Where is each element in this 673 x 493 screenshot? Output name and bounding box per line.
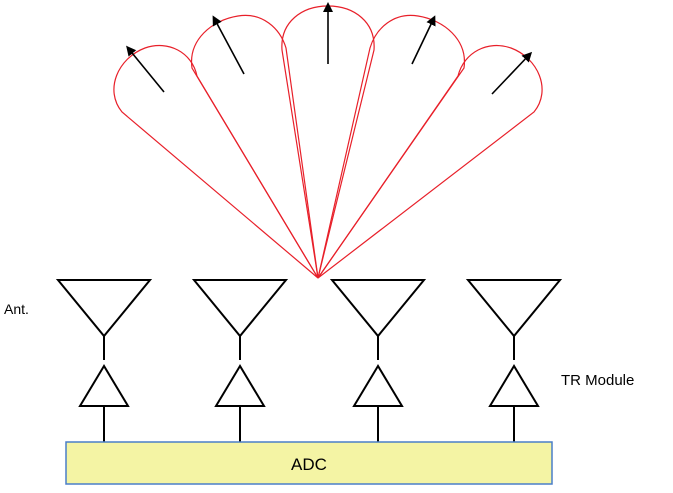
antenna-icon bbox=[55, 279, 153, 338]
beam-lobe-1 bbox=[113, 44, 319, 279]
adc-label: ADC bbox=[291, 455, 327, 474]
adc-block bbox=[65, 441, 553, 485]
beam-lobe-5 bbox=[317, 44, 543, 279]
tr-amplifier-icon bbox=[78, 364, 130, 407]
antenna-icon bbox=[191, 279, 289, 338]
tr-module-label: TR Module bbox=[561, 372, 634, 389]
beam-arrows bbox=[126, 2, 533, 95]
antenna-channel-4 bbox=[465, 279, 563, 442]
tr-amplifier-icon bbox=[214, 364, 266, 407]
antenna-label: Ant. bbox=[4, 301, 29, 317]
antenna-channel-3 bbox=[329, 279, 427, 442]
arrow-icon bbox=[491, 51, 533, 95]
arrow-icon bbox=[212, 15, 245, 75]
antenna-icon bbox=[329, 279, 427, 338]
antenna-icon bbox=[465, 279, 563, 338]
arrow-icon bbox=[126, 45, 165, 93]
antenna-channel-2 bbox=[191, 279, 289, 442]
arrow-icon bbox=[411, 15, 436, 65]
beam-lobe-4 bbox=[317, 14, 465, 279]
tr-amplifier-icon bbox=[352, 364, 404, 407]
beam-lobe-2 bbox=[191, 14, 319, 279]
antenna-channel-1 bbox=[55, 279, 153, 442]
tr-amplifier-icon bbox=[488, 364, 540, 407]
